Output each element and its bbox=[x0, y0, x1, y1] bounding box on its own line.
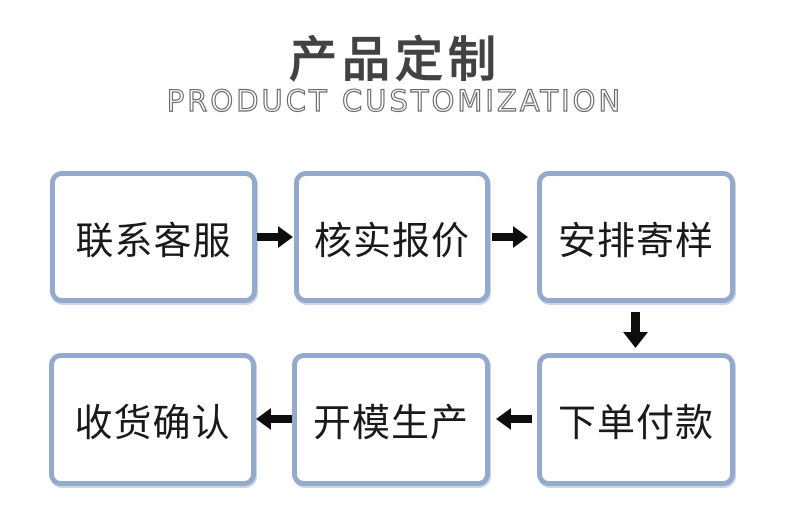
flow-step-label: 联系客服 bbox=[75, 220, 232, 263]
flow-step-arrange-sample: 安排寄样 bbox=[537, 171, 735, 303]
page-title: 产品定制 bbox=[288, 34, 501, 87]
flow-step-label: 核实报价 bbox=[313, 220, 470, 263]
arrow-right-icon bbox=[257, 226, 293, 248]
flow-step-order-payment: 下单付款 bbox=[537, 353, 735, 486]
flow-step-label: 开模生产 bbox=[312, 403, 469, 445]
arrow-left-icon bbox=[496, 408, 532, 430]
flow-step-contact-service: 联系客服 bbox=[50, 171, 257, 303]
arrow-left-icon bbox=[256, 408, 292, 430]
flow-step-verify-quote: 核实报价 bbox=[294, 171, 490, 303]
flow-step-confirm-receipt: 收货确认 bbox=[49, 353, 256, 486]
flow-step-label: 下单付款 bbox=[557, 403, 714, 445]
arrow-down-icon bbox=[623, 312, 648, 348]
flow-step-mold-production: 开模生产 bbox=[292, 353, 490, 486]
arrow-right-icon bbox=[492, 226, 528, 248]
flow-step-label: 收货确认 bbox=[74, 403, 231, 445]
flow-step-label: 安排寄样 bbox=[557, 220, 714, 263]
page-subtitle: PRODUCT CUSTOMIZATION bbox=[166, 83, 624, 118]
